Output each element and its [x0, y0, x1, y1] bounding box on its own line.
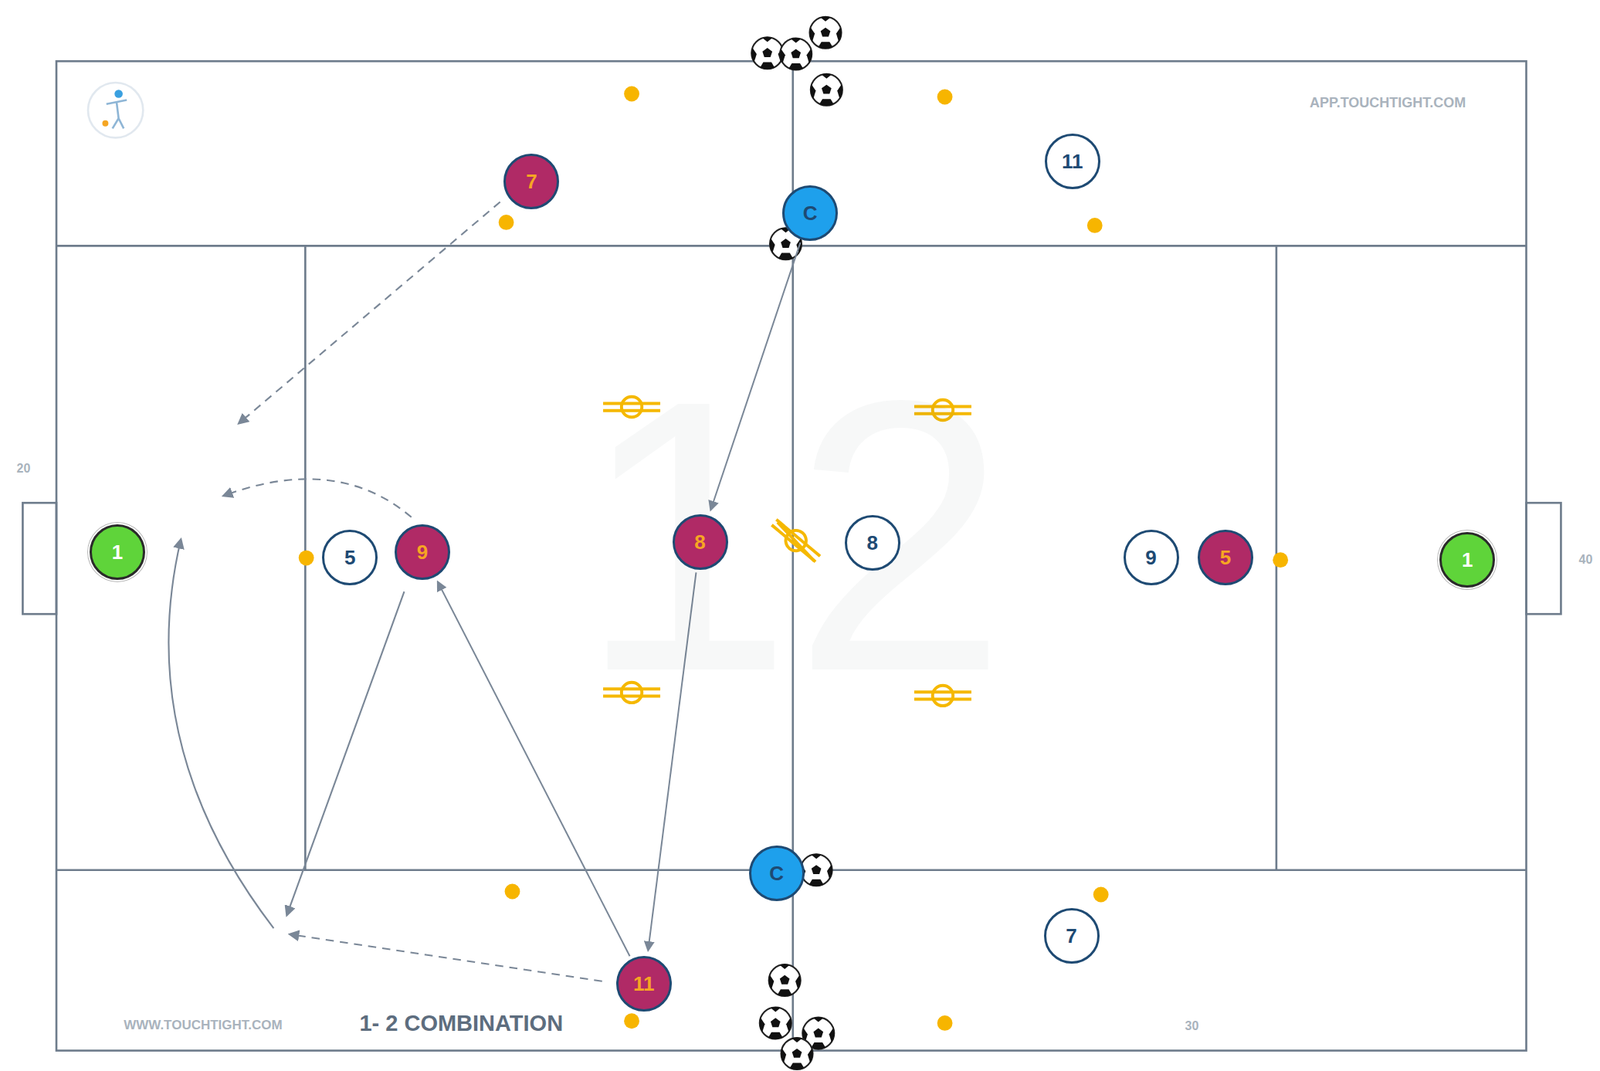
pitch-circle	[298, 550, 315, 567]
pitch-rect	[22, 502, 57, 614]
pitch-lines	[22, 61, 1561, 1051]
pitch-use	[759, 1006, 792, 1040]
player-number: 9	[416, 542, 428, 563]
pitch-circle	[88, 82, 143, 138]
dimension-label: 30	[1185, 1020, 1200, 1033]
attacker-player: 5	[1197, 529, 1254, 586]
pitch-path	[223, 478, 412, 517]
coach-marker: C	[749, 845, 805, 902]
website-label: WWW.TOUCHTIGHT.COM	[123, 1017, 283, 1031]
pitch-circle	[623, 1013, 640, 1029]
player-number: 5	[1220, 547, 1231, 568]
pitch-rect	[1526, 502, 1562, 614]
pitch-rect	[56, 61, 1526, 1051]
player-number: 11	[1061, 151, 1084, 172]
attacker-player: 7	[503, 153, 560, 210]
pitch-path	[168, 539, 274, 929]
pitch-circle	[937, 1015, 953, 1031]
defender-player: 7	[1044, 908, 1100, 964]
pitch-path	[238, 202, 500, 424]
pitch-circle	[505, 884, 521, 900]
player-number: 9	[1145, 547, 1156, 568]
goalkeeper-player: 1	[89, 524, 146, 580]
defender-player: 5	[322, 529, 378, 586]
watermark-number: 12	[578, 342, 1008, 729]
player-number: C	[769, 863, 784, 884]
pitch-use	[800, 854, 833, 887]
player-number: 8	[867, 532, 878, 553]
pitch-use	[769, 964, 801, 997]
defender-player: 9	[1123, 529, 1180, 586]
pitch-use	[810, 16, 842, 49]
attacker-player: 9	[394, 524, 451, 580]
pitch-circle	[1272, 552, 1289, 568]
defender-player: 11	[1044, 133, 1101, 190]
pitch-circle	[114, 89, 123, 99]
defender-player: 8	[844, 515, 901, 571]
drill-title: 1- 2 COMBINATION	[359, 1012, 563, 1035]
cones	[298, 86, 1289, 1031]
attacker-player: 11	[616, 955, 672, 1012]
pitch-path	[106, 99, 127, 129]
coach-marker: C	[782, 185, 838, 241]
pitch-circle	[937, 89, 953, 106]
player-number: 5	[344, 547, 356, 568]
player-number: 8	[694, 532, 706, 553]
player-number: 7	[1065, 925, 1077, 946]
pitch-circle	[623, 86, 640, 102]
pitch-use	[779, 37, 812, 71]
pitch-path	[287, 591, 405, 916]
player-number: 7	[525, 171, 537, 192]
logo	[88, 82, 143, 138]
pitch-circle	[498, 214, 515, 231]
player-number: 11	[633, 973, 655, 994]
goalkeeper-player: 1	[1439, 532, 1495, 588]
pitch-circle	[101, 120, 109, 127]
pass-arrow	[437, 582, 630, 956]
pitch-use	[751, 37, 784, 70]
pitch-circle	[1093, 887, 1109, 903]
player-number: C	[803, 203, 818, 224]
player-number: 1	[1461, 549, 1473, 570]
pitch-path	[290, 934, 603, 982]
pitch-circle	[1087, 217, 1103, 234]
pass-arrow	[710, 242, 800, 510]
dimension-label: 40	[1579, 553, 1594, 567]
dimension-label: 20	[16, 462, 31, 475]
pitch-use	[810, 73, 843, 106]
attacker-player: 8	[672, 514, 729, 570]
website-label: APP.TOUCHTIGHT.COM	[1309, 95, 1466, 110]
pass-arrow	[647, 572, 696, 950]
player-number: 1	[111, 542, 123, 563]
pitch-use	[781, 1037, 814, 1071]
movement-arrows	[168, 202, 602, 982]
